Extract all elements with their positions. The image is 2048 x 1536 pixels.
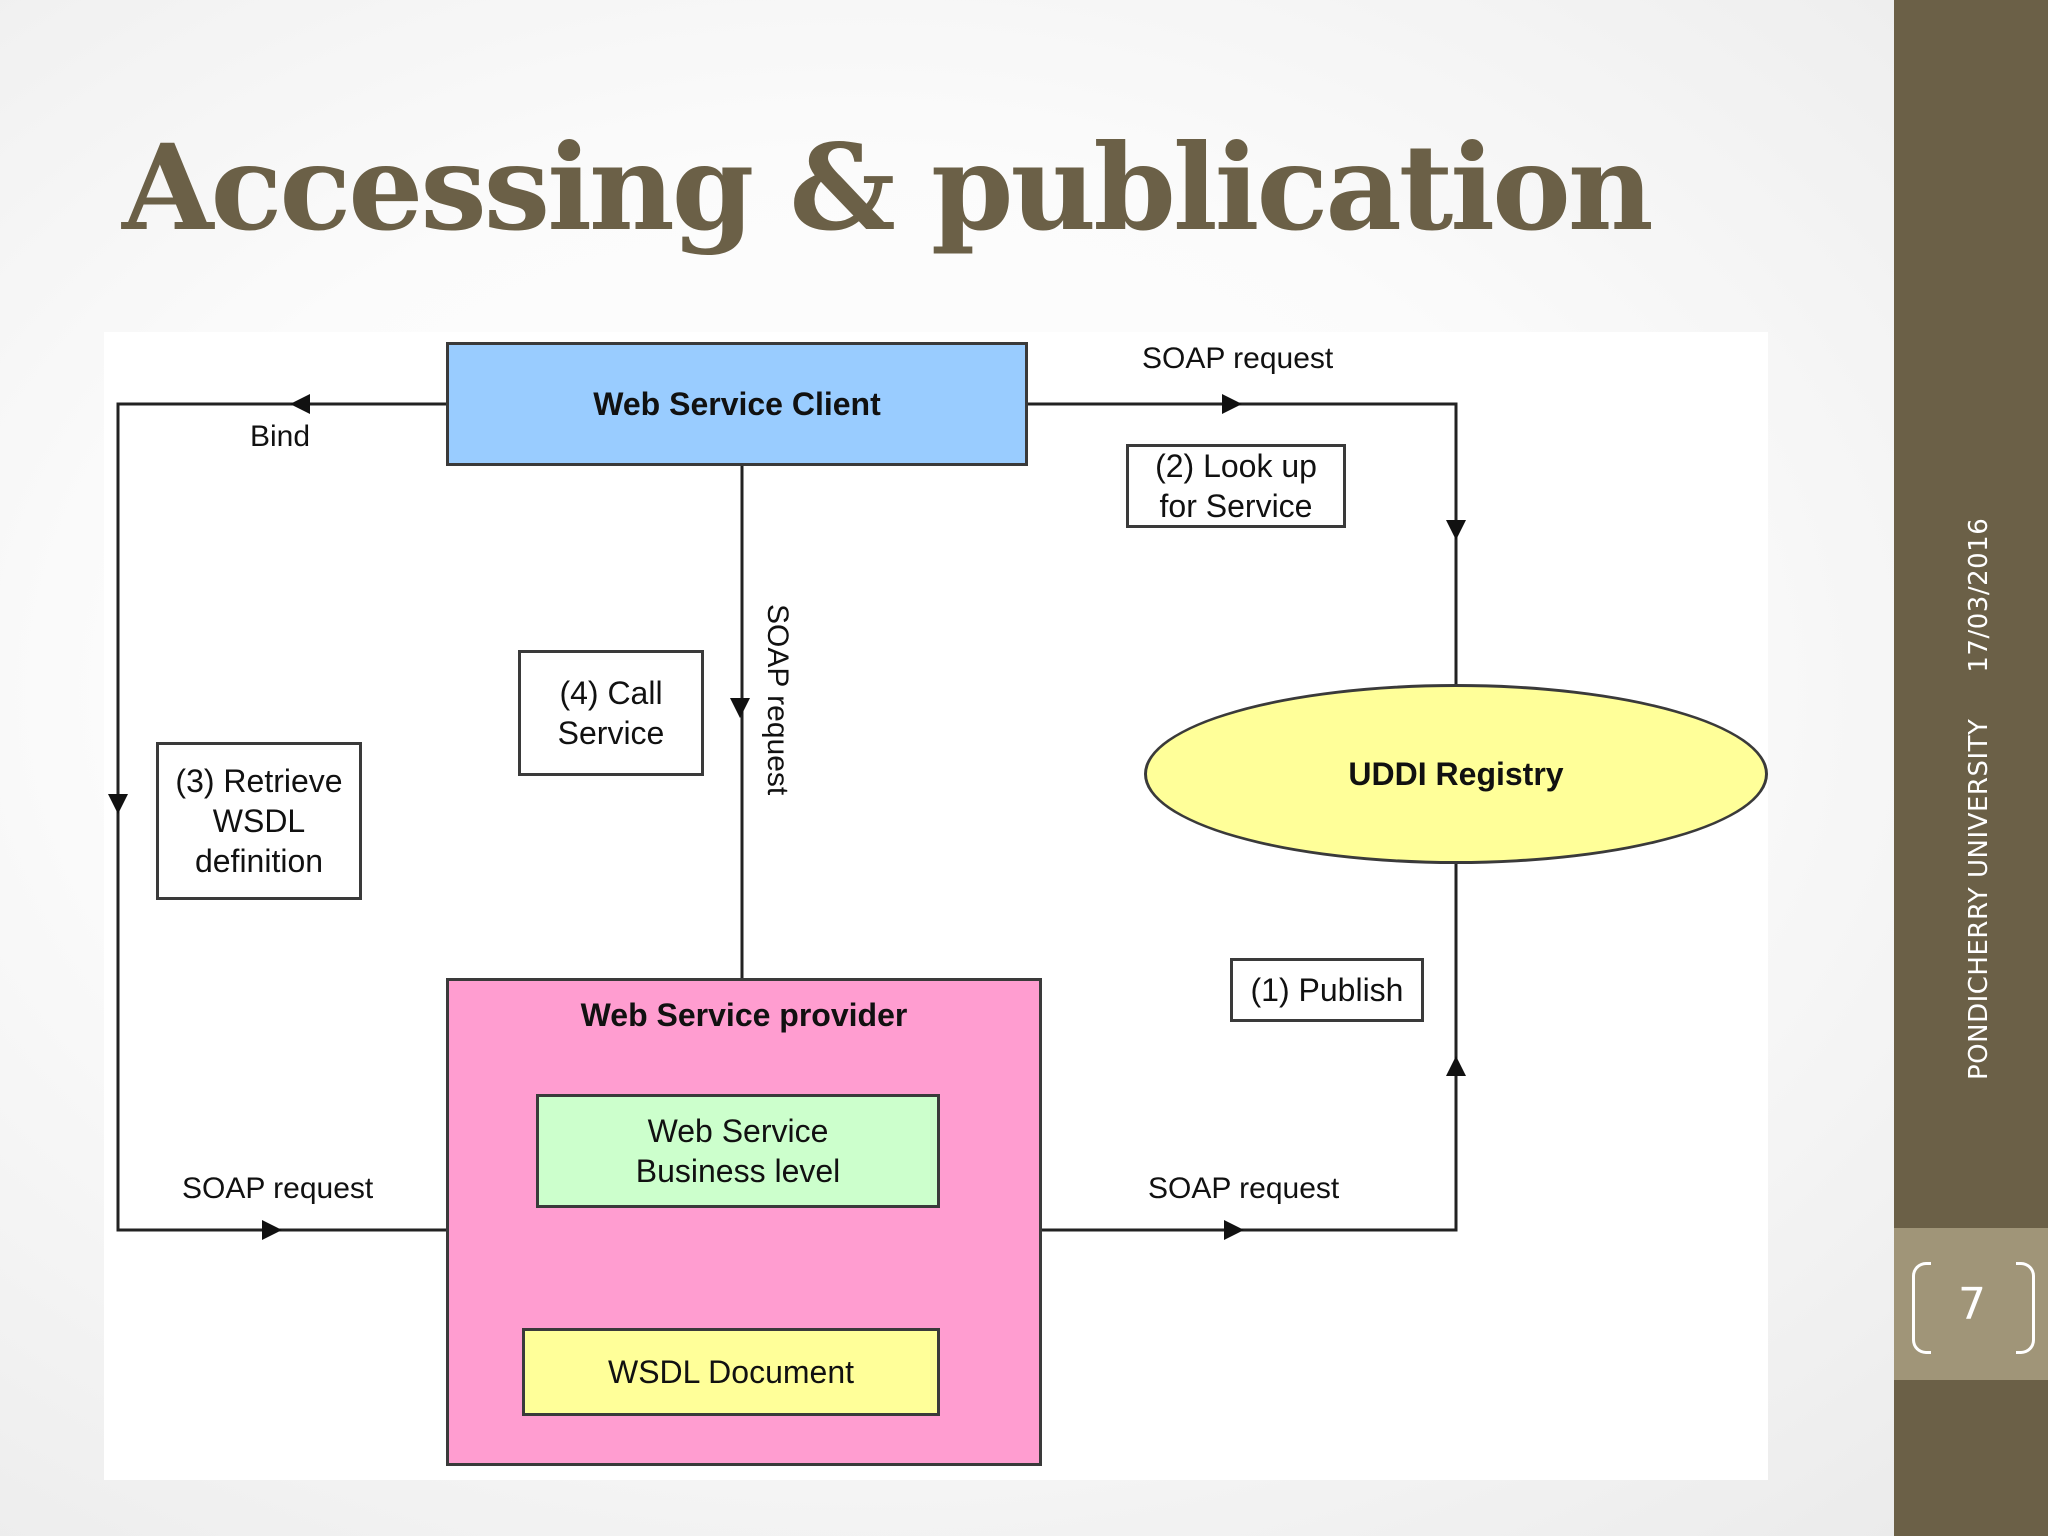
page-number: 7 bbox=[1958, 1279, 1986, 1330]
soap-bottom-right-label: SOAP request bbox=[1148, 1172, 1340, 1205]
soap-left-arrow bbox=[262, 1220, 282, 1240]
soap-top-label: SOAP request bbox=[1142, 342, 1334, 375]
publish-arrow bbox=[1446, 1056, 1466, 1076]
uddi-registry-ellipse: UDDI Registry bbox=[1144, 684, 1768, 864]
bind-label: Bind bbox=[250, 420, 311, 453]
lookup-arrow bbox=[1446, 520, 1466, 540]
slide-footer: PONDICHERRY UNIVERSITY 17/03/2016 bbox=[1964, 518, 1994, 1080]
soap-vertical-arrow bbox=[730, 698, 750, 718]
soap-bottom-left-label: SOAP request bbox=[182, 1172, 374, 1205]
publish-connector bbox=[1042, 864, 1458, 1232]
retrieve-step-box: (3) Retrieve WSDL definition bbox=[156, 742, 362, 900]
web-service-diagram: Web Service Client Bind SOAP request (2)… bbox=[104, 332, 1768, 1480]
wsdl-document-box: WSDL Document bbox=[522, 1328, 940, 1416]
footer-org: PONDICHERRY UNIVERSITY bbox=[1964, 718, 1994, 1080]
web-service-client-box: Web Service Client bbox=[446, 342, 1028, 466]
slide-title: Accessing & publication bbox=[122, 118, 1654, 257]
soap-right-arrow bbox=[1224, 1220, 1244, 1240]
bind-arrow bbox=[290, 394, 310, 414]
soap-vertical-label: SOAP request bbox=[761, 604, 794, 796]
right-bracket bbox=[2016, 1262, 2035, 1354]
business-level-box: Web Service Business level bbox=[536, 1094, 940, 1208]
publish-step-box: (1) Publish bbox=[1230, 958, 1424, 1022]
retrieve-arrow bbox=[108, 794, 128, 814]
footer-date: 17/03/2016 bbox=[1964, 517, 1994, 673]
provider-title: Web Service provider bbox=[580, 997, 908, 1033]
page-number-box bbox=[1894, 1228, 2048, 1380]
call-step-box: (4) Call Service bbox=[518, 650, 704, 776]
soap-top-arrow bbox=[1222, 394, 1242, 414]
lookup-step-box: (2) Look up for Service bbox=[1126, 444, 1346, 528]
left-bracket bbox=[1912, 1262, 1931, 1354]
